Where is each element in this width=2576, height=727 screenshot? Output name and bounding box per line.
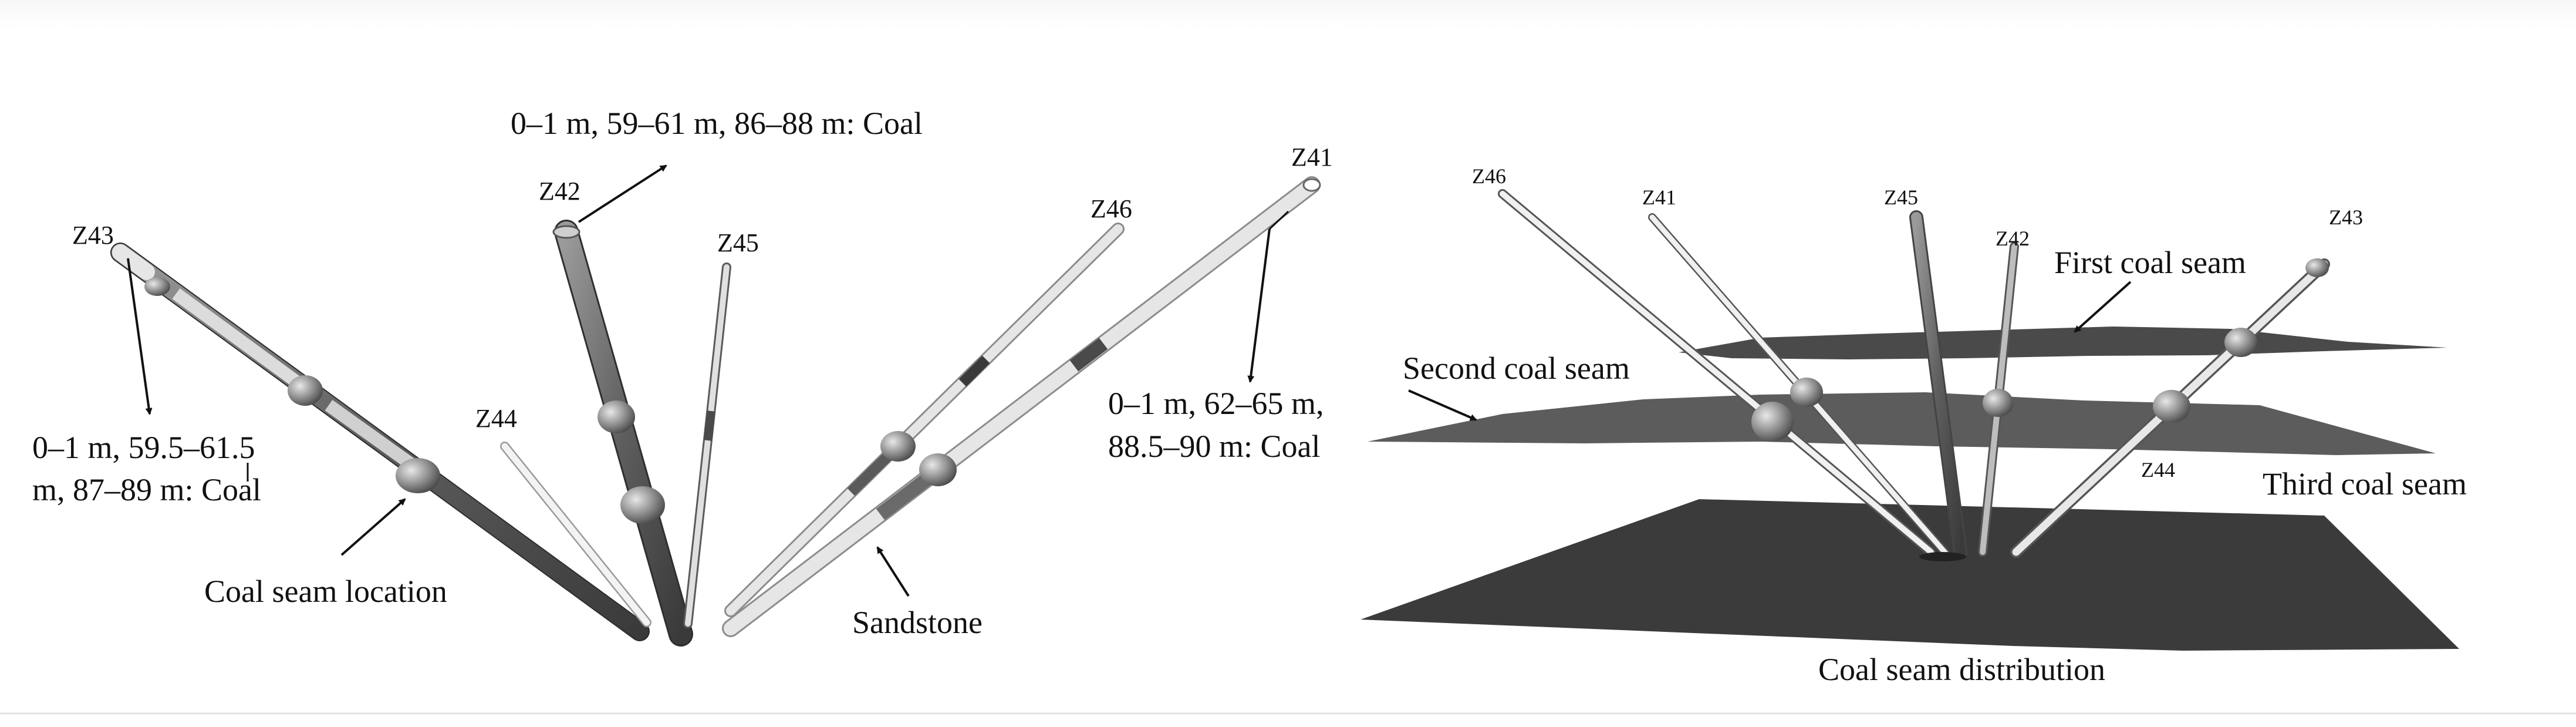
right-well-z46 (1498, 189, 1936, 557)
well-z43 (110, 243, 650, 641)
arrow-sandstone (876, 546, 910, 597)
coal-seam-node (2153, 390, 2190, 423)
coal-seam-node (1751, 402, 1794, 442)
well-z41 (722, 176, 1321, 637)
arrow-first-coal-seam (2074, 281, 2132, 333)
coal-seam-node (1983, 389, 2013, 417)
coal-seam-node (620, 486, 665, 524)
label-third-coal-seam: Third coal seam (2263, 466, 2467, 502)
annotation-z43-coal-line1: 0–1 m, 59.5–61.5 (32, 430, 255, 465)
well-z45 (683, 262, 731, 628)
label-first-coal-seam: First coal seam (2054, 245, 2246, 280)
well-z46 (724, 223, 1125, 617)
arrow-z41-leader (1268, 210, 1289, 230)
right-label-z42: Z42 (1996, 227, 2030, 250)
label-z43: Z43 (72, 221, 114, 250)
annotation-z41-coal-line1: 0–1 m, 62–65 m, (1108, 386, 1324, 421)
arrow-z43-annotation (127, 258, 153, 415)
left-panel: Z43 Z42 Z45 Z44 Z46 Z41 0–1 m, 59–61 m, … (32, 106, 1333, 647)
second-coal-seam-surface (1368, 392, 2436, 455)
label-z46: Z46 (1091, 194, 1132, 223)
right-label-z46: Z46 (1472, 164, 1506, 188)
coal-seam-node (880, 431, 916, 462)
coal-seam-node (396, 458, 440, 493)
label-z41: Z41 (1291, 143, 1333, 171)
well-base (1919, 552, 1966, 561)
coal-seam-node (288, 375, 323, 406)
annotation-z43-coal-line2: m, 87–89 m: Coal (32, 472, 261, 507)
first-coal-seam-surface (1679, 327, 2447, 359)
label-z44: Z44 (475, 404, 517, 433)
annotation-z42-coal: 0–1 m, 59–61 m, 86–88 m: Coal (511, 106, 923, 141)
arrow-z41-annotation (1247, 228, 1271, 383)
well-z44 (500, 442, 651, 627)
right-label-z43: Z43 (2329, 206, 2363, 229)
arrow-coal-seam-location (340, 498, 406, 556)
arrow-z42-annotation (578, 164, 667, 223)
right-label-z45: Z45 (1884, 186, 1918, 209)
annotation-coal-seam-location: Coal seam location (204, 574, 447, 609)
right-well-z41 (1648, 213, 1950, 557)
label-second-coal-seam: Second coal seam (1403, 351, 1630, 386)
well-z42 (552, 220, 693, 647)
annotation-sandstone: Sandstone (852, 605, 983, 640)
caption-coal-seam-distribution: Coal seam distribution (1818, 652, 2105, 687)
annotation-z41-coal-line2: 88.5–90 m: Coal (1108, 429, 1321, 464)
right-label-z44: Z44 (2141, 458, 2175, 482)
coal-seam-node (144, 277, 170, 296)
right-well-z43 (2010, 258, 2330, 558)
right-label-z41: Z41 (1642, 186, 1676, 209)
coal-seam-node (597, 400, 635, 433)
label-z42: Z42 (539, 177, 580, 206)
label-z45: Z45 (717, 228, 759, 257)
arrow-second-coal-seam (1408, 389, 1477, 421)
right-panel: Z46 Z41 Z45 Z42 Z43 Z44 First coal seam … (1360, 164, 2467, 687)
third-coal-seam-surface (1360, 499, 2459, 651)
right-well-z45 (1909, 210, 1967, 559)
right-well-z42 (1978, 242, 2019, 557)
coal-seam-node (2305, 258, 2329, 277)
coal-seam-node (919, 453, 957, 486)
coal-seam-node (1790, 378, 1823, 407)
coal-seam-node (2224, 328, 2257, 357)
